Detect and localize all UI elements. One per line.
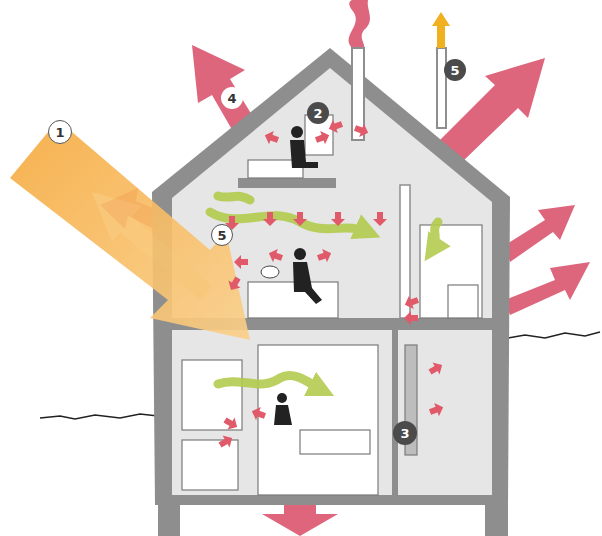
internal-heat-arrow bbox=[293, 212, 307, 226]
internal-heat-arrow bbox=[427, 359, 446, 378]
internal-heat-arrow bbox=[402, 293, 420, 311]
heat-loss-arrow bbox=[349, 0, 370, 48]
internal-heat-arrow bbox=[316, 247, 334, 265]
house-shell bbox=[158, 505, 180, 536]
internal-heat-arrow bbox=[326, 117, 344, 135]
occupant bbox=[293, 262, 322, 304]
callout-number: 2 bbox=[307, 102, 329, 124]
internal-heat-arrow bbox=[217, 117, 446, 451]
internal-heat-arrow bbox=[314, 129, 332, 147]
room-detail bbox=[420, 225, 482, 318]
occupant bbox=[274, 405, 292, 425]
heat-loss-arrow bbox=[440, 58, 545, 162]
callout-number: 1 bbox=[48, 120, 72, 144]
lamp bbox=[261, 266, 279, 278]
internal-heat-arrow bbox=[249, 405, 267, 423]
house-shell bbox=[392, 330, 398, 495]
house-shell bbox=[485, 505, 508, 536]
occupant bbox=[291, 126, 303, 138]
room-detail bbox=[258, 345, 378, 495]
solar-gain-arrow bbox=[92, 192, 212, 300]
room-detail bbox=[448, 285, 478, 318]
solar-gain-arrow bbox=[10, 120, 250, 340]
internal-heat-arrow bbox=[373, 212, 387, 226]
internal-heat-arrow bbox=[225, 275, 244, 294]
solar-gain-arrow bbox=[10, 120, 250, 340]
ventilation-arrow bbox=[432, 222, 438, 250]
room-detail bbox=[182, 360, 242, 430]
internal-heat-arrow bbox=[262, 129, 280, 147]
internal-heat-arrow bbox=[404, 311, 418, 325]
ground-line bbox=[508, 332, 600, 338]
internal-heat-arrow bbox=[331, 212, 345, 226]
internal-heat-arrow bbox=[217, 432, 236, 451]
chimney bbox=[352, 48, 446, 140]
callout-number: 5 bbox=[444, 59, 466, 81]
house-shell bbox=[238, 178, 336, 188]
ventilation-arrow bbox=[210, 196, 438, 390]
ventilation-arrow bbox=[218, 376, 322, 390]
occupant bbox=[294, 248, 306, 260]
internal-heat-arrow bbox=[353, 121, 371, 139]
occupant bbox=[274, 126, 322, 425]
occupant bbox=[277, 393, 287, 403]
ventilation-arrow bbox=[210, 212, 368, 232]
chimney bbox=[437, 48, 446, 128]
callout-number: 5 bbox=[211, 224, 233, 246]
callout-number: 3 bbox=[393, 421, 417, 445]
exhaust-arrow bbox=[432, 12, 450, 48]
heat-loss-arrow bbox=[505, 205, 575, 262]
internal-heat-arrow bbox=[234, 255, 248, 269]
internal-heat-arrow bbox=[428, 401, 446, 419]
callout-number: 4 bbox=[221, 87, 243, 109]
internal-heat-arrow bbox=[222, 414, 241, 433]
exhaust-arrow bbox=[432, 12, 450, 48]
internal-heat-arrow bbox=[263, 212, 277, 226]
room-detail bbox=[182, 440, 238, 490]
heat-loss-arrow bbox=[505, 262, 590, 315]
heat-loss-arrow bbox=[262, 505, 338, 536]
occupant bbox=[290, 140, 318, 168]
ground-line bbox=[40, 414, 158, 419]
room-detail bbox=[300, 430, 370, 454]
internal-heat-arrow bbox=[266, 247, 284, 265]
lamp bbox=[261, 266, 279, 278]
ventilation-arrow bbox=[218, 196, 250, 200]
room-detail bbox=[248, 282, 338, 318]
